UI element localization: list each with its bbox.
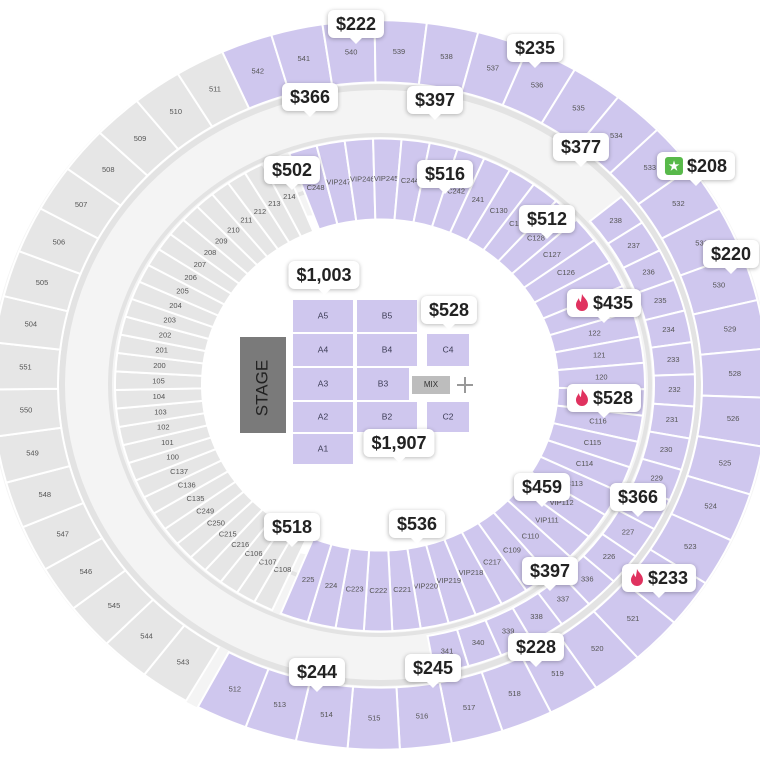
mix-label: MIX xyxy=(424,380,439,389)
price-label: $222 xyxy=(335,14,377,34)
price-pin[interactable]: $1,907 xyxy=(363,429,435,463)
mid-ring-line xyxy=(108,133,652,637)
price-pin[interactable]: $459 xyxy=(513,473,571,507)
price-pin[interactable]: $366 xyxy=(609,483,667,517)
price-label: $502 xyxy=(271,160,313,180)
price-pin[interactable]: $435 xyxy=(566,289,642,323)
price-pin[interactable]: $366 xyxy=(281,83,339,117)
stage-label: STAGE xyxy=(252,360,271,416)
floor-section-b5[interactable] xyxy=(355,298,419,334)
price-label: $244 xyxy=(296,662,338,682)
floor-section-c4[interactable] xyxy=(425,332,471,368)
price-pin[interactable]: $512 xyxy=(518,205,576,239)
price-label: $233 xyxy=(647,568,689,588)
section-232[interactable] xyxy=(652,373,696,408)
section-233[interactable] xyxy=(649,340,696,377)
price-pin[interactable]: $397 xyxy=(521,557,579,591)
upper-ring-line xyxy=(59,84,701,686)
floor-section-a1[interactable] xyxy=(291,432,355,466)
price-pin[interactable]: $222 xyxy=(327,10,385,44)
floor-section-b4[interactable] xyxy=(355,332,419,368)
section-511 xyxy=(176,50,251,129)
price-pin[interactable]: $235 xyxy=(506,34,564,68)
price-pin[interactable]: $516 xyxy=(416,160,474,194)
price-pin[interactable]: $233 xyxy=(621,564,697,598)
price-label: $528 xyxy=(592,388,634,408)
price-label: $366 xyxy=(289,87,331,107)
price-pin[interactable]: $228 xyxy=(507,633,565,667)
floor-section-c2[interactable] xyxy=(425,400,471,434)
mix-booth xyxy=(412,376,450,394)
section-528[interactable] xyxy=(699,348,760,399)
price-label: $397 xyxy=(414,90,456,110)
price-label: $235 xyxy=(514,38,556,58)
price-pin[interactable]: ★$208 xyxy=(656,152,736,186)
price-label: $536 xyxy=(396,514,438,534)
price-label: $516 xyxy=(424,164,466,184)
stage xyxy=(240,337,286,433)
price-label: $1,003 xyxy=(296,265,352,285)
price-pin[interactable]: $502 xyxy=(263,156,321,190)
price-pin[interactable]: $1,003 xyxy=(288,261,360,295)
price-pin[interactable]: $377 xyxy=(552,133,610,167)
crosshair-icon xyxy=(457,377,473,393)
price-label: $512 xyxy=(526,209,568,229)
price-label: $366 xyxy=(617,487,659,507)
floor-section-b3[interactable] xyxy=(355,366,411,402)
price-pin[interactable]: $528 xyxy=(566,384,642,418)
price-label: $528 xyxy=(428,300,470,320)
floor-section-a2[interactable] xyxy=(291,400,355,434)
fire-icon xyxy=(575,389,588,406)
price-label: $220 xyxy=(710,244,752,264)
section-512[interactable] xyxy=(196,650,270,729)
price-pin[interactable]: $518 xyxy=(263,513,321,547)
price-pin[interactable]: $397 xyxy=(406,86,464,120)
deal-icon: ★ xyxy=(664,157,683,175)
price-label: $208 xyxy=(686,156,728,176)
price-label: $377 xyxy=(560,137,602,157)
floor-section-a3[interactable] xyxy=(291,366,355,402)
price-label: $245 xyxy=(412,658,454,678)
price-label: $397 xyxy=(529,561,571,581)
fire-icon xyxy=(575,294,588,311)
price-pin[interactable]: $528 xyxy=(420,296,478,330)
section-515[interactable] xyxy=(346,685,401,751)
floor-section-a4[interactable] xyxy=(291,332,355,368)
price-label: $435 xyxy=(592,293,634,313)
price-label: $459 xyxy=(521,477,563,497)
price-pin[interactable]: $220 xyxy=(702,240,760,274)
floor-section-a5[interactable] xyxy=(291,298,355,334)
price-label: $518 xyxy=(271,517,313,537)
price-pin[interactable]: $245 xyxy=(404,654,462,688)
price-label: $228 xyxy=(515,637,557,657)
fire-icon xyxy=(630,569,643,586)
section-550 xyxy=(0,387,63,437)
price-pin[interactable]: $536 xyxy=(388,510,446,544)
price-label: $1,907 xyxy=(371,433,427,453)
price-pin[interactable]: $244 xyxy=(288,658,346,692)
